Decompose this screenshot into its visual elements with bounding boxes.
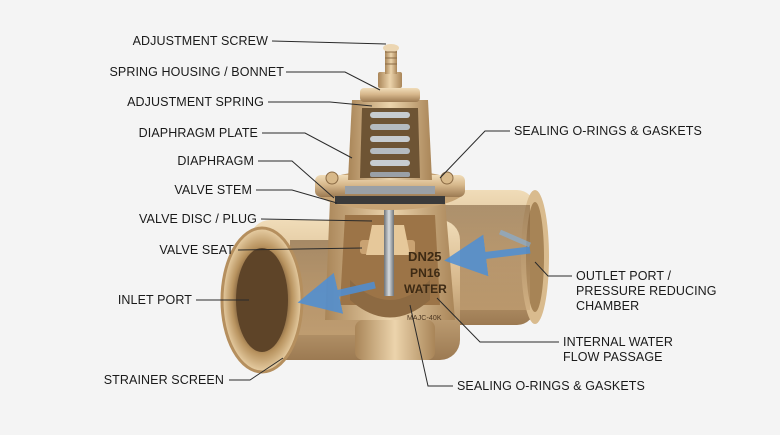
label-outlet-line1: OUTLET PORT / bbox=[576, 269, 672, 283]
adjustment-spring bbox=[370, 112, 410, 177]
leader-lines bbox=[196, 40, 572, 387]
label-valve-seat: VALVE SEAT bbox=[159, 243, 234, 257]
label-adjustment-screw: ADJUSTMENT SCREW bbox=[132, 34, 268, 48]
bottom-plug bbox=[355, 320, 435, 360]
label-sealing-top: SEALING O-RINGS & GASKETS bbox=[514, 124, 702, 138]
flow-arrows bbox=[297, 229, 531, 314]
valve-stem bbox=[384, 196, 394, 296]
label-internal-line2: FLOW PASSAGE bbox=[563, 350, 663, 364]
label-internal-line1: INTERNAL WATER bbox=[563, 335, 673, 349]
diaphragm-plate bbox=[345, 186, 435, 194]
label-adjustment-spring: ADJUSTMENT SPRING bbox=[127, 95, 264, 109]
label-outlet-line3: CHAMBER bbox=[576, 299, 640, 313]
adjustment-screw bbox=[378, 44, 402, 88]
spring-housing bbox=[348, 88, 432, 180]
label-diaphragm: DIAPHRAGM bbox=[177, 154, 254, 168]
diaphragm-band bbox=[335, 196, 445, 204]
marking-medium: WATER bbox=[404, 282, 447, 296]
marking-maker: MAJC-40K bbox=[407, 315, 442, 322]
label-strainer-screen: STRAINER SCREEN bbox=[103, 373, 224, 387]
label-inlet-port: INLET PORT bbox=[117, 293, 192, 307]
label-sealing-bottom: SEALING O-RINGS & GASKETS bbox=[457, 379, 645, 393]
label-diaphragm-plate: DIAPHRAGM PLATE bbox=[138, 126, 258, 140]
label-outlet-line2: PRESSURE REDUCING bbox=[576, 284, 717, 298]
label-valve-disc: VALVE DISC / PLUG bbox=[139, 212, 257, 226]
marking-size: DN25 bbox=[408, 249, 442, 264]
label-spring-housing: SPRING HOUSING / BONNET bbox=[109, 65, 284, 79]
label-valve-stem: VALVE STEM bbox=[174, 183, 252, 197]
marking-pressure: PN16 bbox=[410, 266, 441, 280]
